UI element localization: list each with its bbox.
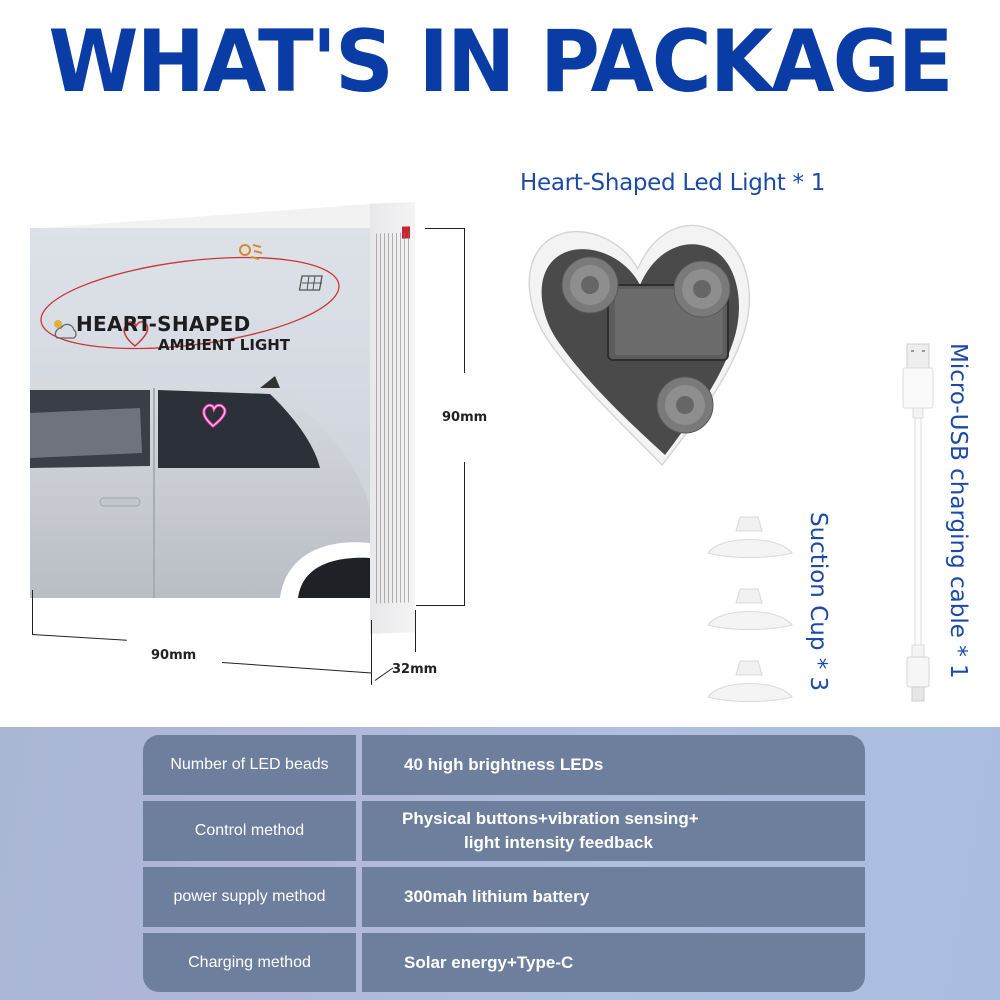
dim-height-label: 90mm bbox=[442, 410, 488, 425]
spec-row-power-supply: power supply method 300mah lithium batte… bbox=[143, 867, 865, 927]
suction-cup-right bbox=[673, 260, 731, 318]
sun-icon bbox=[239, 244, 263, 260]
usb-cable-icon bbox=[902, 343, 934, 702]
box-side-face bbox=[370, 202, 415, 634]
heart-outline-icon bbox=[123, 321, 149, 347]
suction-cup-left bbox=[561, 256, 619, 314]
spec-value: 40 high brightness LEDs bbox=[362, 735, 865, 795]
dim-depth-label: 32mm bbox=[392, 662, 438, 677]
spec-table: Number of LED beads 40 high brightness L… bbox=[143, 735, 865, 992]
spec-key: Number of LED beads bbox=[143, 735, 356, 795]
dim-height-bottom-tick bbox=[416, 605, 465, 606]
weather-cloud-icon bbox=[54, 320, 77, 339]
dim-height-line-lower bbox=[464, 462, 465, 605]
spec-row-charging-method: Charging method Solar energy+Type-C bbox=[143, 933, 865, 992]
page-title: WHAT'S IN PACKAGE bbox=[48, 12, 953, 112]
dim-width-label: 90mm bbox=[151, 648, 197, 663]
dim-depth-tick bbox=[415, 610, 416, 652]
car-photo bbox=[30, 376, 370, 598]
dim-width-line-left bbox=[31, 634, 127, 641]
item-usb-cable-label: Micro-USB charging cable * 1 bbox=[945, 343, 971, 679]
box-brand-subtitle: AMBIENT LIGHT bbox=[158, 336, 291, 354]
dim-height-top-tick bbox=[425, 228, 465, 229]
spec-row-control-method: Control method Physical buttons+vibratio… bbox=[143, 801, 865, 861]
spec-value-line-2: light intensity feedback bbox=[464, 833, 653, 852]
box-top-face bbox=[30, 203, 415, 229]
box-brand-title: HEART-SHAPED bbox=[76, 312, 251, 336]
product-box: HEART-SHAPED AMBIENT LIGHT bbox=[20, 190, 500, 690]
box-side-fine-print bbox=[376, 232, 410, 604]
spec-key: Charging method bbox=[143, 933, 356, 992]
heart-led-device-icon bbox=[528, 224, 751, 467]
spec-row-led-beads: Number of LED beads 40 high brightness L… bbox=[143, 735, 865, 795]
spec-value: Solar energy+Type-C bbox=[362, 933, 865, 992]
spec-key: power supply method bbox=[143, 867, 356, 927]
item-heart-light-label: Heart-Shaped Led Light * 1 bbox=[520, 170, 826, 196]
feature-orbit-icon bbox=[40, 244, 340, 350]
dim-height-line-upper bbox=[464, 228, 465, 373]
spec-value-line-1: Physical buttons+vibration sensing+ bbox=[402, 809, 699, 828]
item-suction-cup-label: Suction Cup * 3 bbox=[805, 512, 831, 692]
spec-key: Control method bbox=[143, 801, 356, 861]
dim-width-line-right bbox=[221, 662, 372, 674]
dim-width-left-tick bbox=[32, 590, 33, 634]
dim-depth-line bbox=[374, 667, 394, 681]
spec-value: Physical buttons+vibration sensing+ ligh… bbox=[362, 801, 865, 861]
spec-value: 300mah lithium battery bbox=[362, 867, 865, 927]
solar-panel-icon bbox=[298, 275, 323, 291]
suction-cup-bottom bbox=[656, 376, 714, 434]
suction-cups-icon bbox=[707, 516, 793, 702]
dim-width-right-tick bbox=[371, 620, 372, 685]
box-front-face: HEART-SHAPED AMBIENT LIGHT bbox=[30, 228, 370, 598]
